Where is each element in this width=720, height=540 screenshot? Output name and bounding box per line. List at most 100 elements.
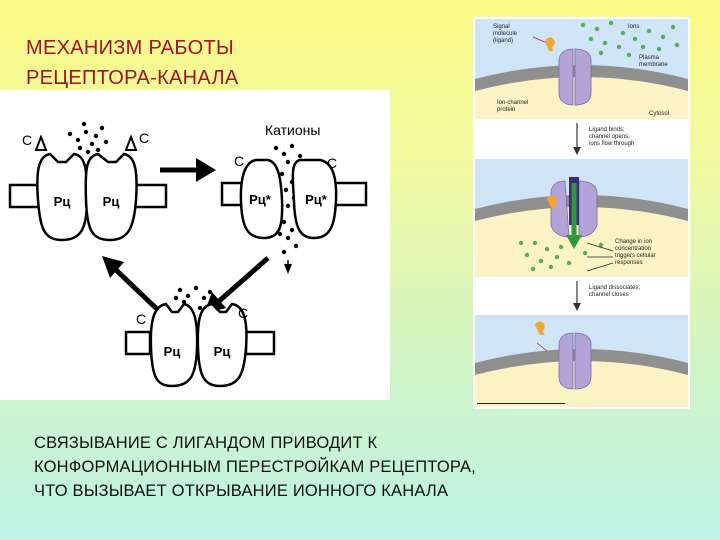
ion-dot (177, 287, 183, 293)
footer-rule (477, 403, 565, 404)
ion-dot (660, 34, 666, 40)
caption-line: ЧТО ВЫЗЫВАЕТ ОТКРЫВАНИЕ ИОННОГО КАНАЛА (34, 482, 449, 500)
channel-protein-right (574, 48, 592, 106)
cations-label: Катионы (265, 122, 320, 138)
receptor-subunit-left (149, 302, 199, 388)
ligand-label: C (327, 155, 337, 171)
channel-protein-right (574, 332, 592, 390)
ion-dot (632, 36, 638, 42)
ion-dot (99, 125, 105, 131)
ion-dot (93, 133, 99, 139)
receptor-state-closed-2: Рц Рц C C (124, 302, 276, 388)
subunit-label: Рц* (305, 192, 328, 207)
ion-dot (626, 52, 632, 58)
ion-dot (193, 285, 199, 291)
step-arrow (573, 303, 581, 311)
ion-dot (558, 244, 564, 250)
ion-dot (293, 243, 299, 249)
ions-label: Ions (628, 24, 639, 30)
ion-dot (277, 231, 283, 237)
ion-dot (95, 147, 101, 153)
ion-dots-cytosol (518, 240, 604, 272)
ion-dot (289, 227, 295, 233)
ion-flow-arrow (566, 235, 582, 249)
ion-dot (281, 219, 287, 225)
ion-dot (640, 44, 646, 50)
ion-dot (289, 143, 295, 149)
channel-protein-left (558, 332, 574, 390)
arrow-right (160, 158, 216, 182)
ion-channel-sequence-diagram: Signal molecule (ligand) Ions Plasma mem… (473, 17, 690, 409)
ion-dot (602, 40, 608, 46)
ion-dot (81, 121, 87, 127)
ion-dot (518, 240, 524, 246)
ion-dot (620, 30, 626, 36)
membrane-segment (124, 330, 152, 356)
ion-dot (197, 305, 203, 311)
caption-line: СВЯЗЫВАНИЕ С ЛИГАНДОМ ПРИВОДИТ К (34, 434, 378, 452)
ion-dot (530, 266, 536, 272)
subunit-label: Рц (164, 344, 181, 359)
ion-dot (646, 28, 652, 34)
panel-open-channel (475, 159, 688, 277)
ion-dot (532, 240, 538, 246)
caption-line: КОНФОРМАЦИОННЫМ ПЕРЕСТРОЙКАМ РЕЦЕПТОРА, (34, 458, 476, 476)
ion-channel-protein-label: Ion-channel protein (497, 100, 530, 113)
membrane-segment (244, 330, 276, 356)
step-arrow (573, 147, 581, 155)
step1-label: Ligand binds; channel opens; ions flow t… (589, 127, 634, 147)
ion-dot (67, 131, 73, 137)
ion-dot (566, 260, 572, 266)
panel-closed-channel: Signal molecule (ligand) Ions Plasma mem… (475, 19, 688, 119)
plasma-membrane-label: Plasma membrane (639, 55, 668, 68)
ligand-label: C (136, 311, 146, 327)
ion-dot (173, 295, 179, 301)
ion-dot (185, 293, 191, 299)
cytosol-label: Cytosol (649, 111, 669, 117)
slide-title: МЕХАНИЗМ РАБОТЫ РЕЦЕПТОРА-КАНАЛА (26, 33, 366, 93)
slide-caption: СВЯЗЫВАНИЕ С ЛИГАНДОМ ПРИВОДИТ К КОНФОРМ… (34, 431, 694, 503)
ion-dot (279, 171, 285, 177)
receptor-state-closed-1: Рц Рц C C (8, 130, 168, 242)
ion-dot (273, 145, 279, 151)
receptor-subunit-left (239, 158, 284, 240)
ion-channel-sequence-svg: Signal molecule (ligand) Ions Plasma mem… (475, 19, 688, 407)
ion-dot (283, 187, 289, 193)
ion-dot (89, 141, 95, 147)
receptor-cycle-svg: Рц Рц C C Катионы Рц* Рц* C C (8, 121, 368, 388)
ion-dot (281, 249, 287, 255)
ligand-label: C (234, 153, 244, 169)
ion-dot (285, 235, 291, 241)
membrane-segment (332, 181, 368, 207)
ion-dot (616, 44, 622, 50)
ligand-icon (535, 321, 545, 335)
receptor-subunit-right (196, 302, 248, 388)
title-line: МЕХАНИЗМ РАБОТЫ (26, 37, 235, 59)
ligand-icon (545, 37, 555, 51)
ion-dot (582, 250, 588, 256)
receptor-cycle-diagram: Рц Рц C C Катионы Рц* Рц* C C (0, 90, 390, 400)
ligand-icon (124, 134, 138, 151)
subunit-label: Рц (214, 344, 231, 359)
subunit-label: Рц* (249, 192, 272, 207)
ligand-label: C (22, 132, 32, 148)
ion-dot (281, 151, 287, 157)
ligand-label: C (139, 130, 149, 146)
ion-dot (608, 20, 614, 26)
panel-closed-channel-again (475, 315, 688, 407)
subunit-label: Рц (103, 194, 120, 209)
channel-protein-right (578, 180, 598, 238)
ion-dot (297, 153, 303, 159)
ligand-label: C (238, 305, 248, 321)
ion-dot (524, 252, 530, 258)
ion-dot (594, 26, 600, 32)
arrow-up-left (102, 256, 162, 314)
ion-dot (656, 46, 662, 52)
ion-dot (670, 24, 676, 30)
ion-dot (588, 36, 594, 42)
title-line: РЕЦЕПТОРА-КАНАЛА (26, 67, 239, 89)
ligand-icon (34, 134, 48, 151)
ion-dot (598, 242, 604, 248)
ion-dot (548, 264, 554, 270)
ion-dot (85, 149, 91, 155)
